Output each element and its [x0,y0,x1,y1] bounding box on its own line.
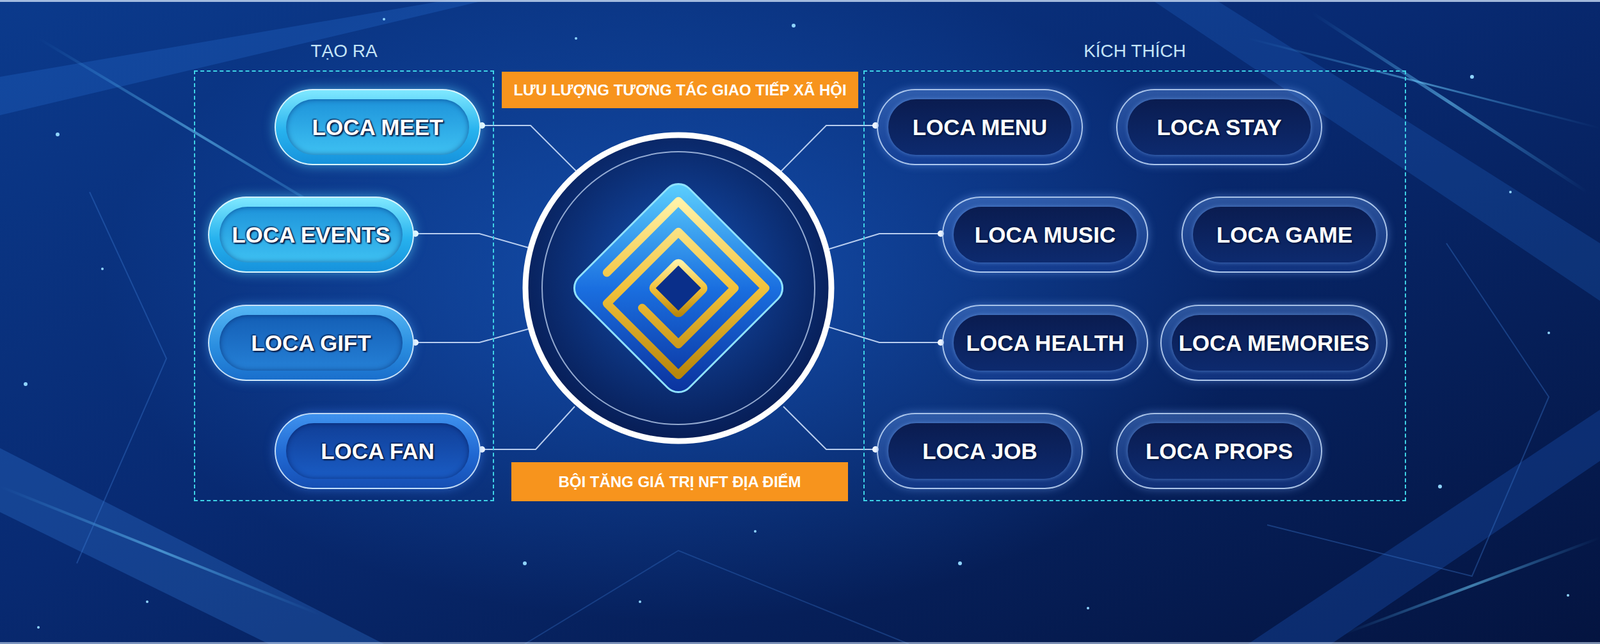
pill-label: LOCA GAME [1216,222,1353,248]
feature-pill: LOCA MEMORIES [1160,304,1388,381]
leader-line [783,406,876,450]
pill-label: LOCA STAY [1156,114,1282,141]
feature-pill: LOCA JOB [876,412,1083,489]
leader-line [415,328,531,343]
top-edge [0,0,1600,2]
leader-line [481,406,575,450]
background-glow [102,0,1255,621]
network-line [1267,243,1549,576]
feature-pill: LOCA MEET [274,88,481,166]
pill-label: LOCA MUSIC [974,222,1116,248]
gold-core [651,261,706,316]
pill-label: LOCA PROPS [1145,438,1293,464]
orange-banner: BỘI TĂNG GIÁ TRỊ NFT ĐỊA ĐIỂM [511,462,848,502]
group-heading: KÍCH THÍCH [864,40,1405,62]
network-line [524,550,909,644]
feature-pill: LOCA MENU [876,88,1083,166]
feature-pill: LOCA FAN [274,412,481,489]
light-streak [1344,537,1600,634]
leader-line [415,233,529,248]
light-streak [1312,12,1588,192]
feature-pill: LOCA EVENTS [208,196,415,273]
network-line [76,192,167,564]
logo-inner-ring [542,151,815,425]
pill-label: LOCA JOB [922,438,1038,464]
feature-pill: LOCA GAME [1181,196,1388,273]
light-streak [0,486,320,615]
leader-line [780,125,876,172]
banner-label: BỘI TĂNG GIÁ TRỊ NFT ĐỊA ĐIỂM [558,472,801,491]
logo-diamond [567,177,789,399]
leader-line-group [415,125,941,450]
pill-label: LOCA MEET [312,114,444,141]
feature-pill: LOCA STAY [1116,88,1323,166]
pill-label: LOCA HEALTH [966,330,1125,356]
feature-pill: LOCA MUSIC [942,196,1149,273]
group-heading: TẠO RA [195,40,493,62]
bottom-edge [0,641,1600,644]
leader-line [826,233,941,250]
pill-label: LOCA MENU [912,114,1048,141]
pill-label: LOCA MEMORIES [1178,330,1369,356]
feature-pill: LOCA HEALTH [942,304,1149,381]
feature-pill: LOCA PROPS [1116,412,1323,489]
leader-line [826,326,941,343]
pill-label: LOCA EVENTS [231,222,391,248]
orange-banner: LƯU LƯỢNG TƯƠNG TÁC GIAO TIẾP XÃ HỘI [501,71,859,109]
banner-label: LƯU LƯỢNG TƯƠNG TÁC GIAO TIẾP XÃ HỘI [513,81,847,100]
group-region: KÍCH THÍCHLOCA MENULOCA STAYLOCA MUSICLO… [863,70,1407,502]
group-region: TẠO RALOCA MEETLOCA EVENTSLOCA GIFTLOCA … [193,70,495,502]
star-dots [23,17,1570,629]
leader-line [481,125,577,172]
logo-disc [525,135,832,441]
feature-pill: LOCA GIFT [208,304,415,381]
diamond-body [567,177,789,399]
gold-spiral [591,200,766,376]
pill-label: LOCA GIFT [250,330,371,356]
pill-label: LOCA FAN [320,438,435,464]
